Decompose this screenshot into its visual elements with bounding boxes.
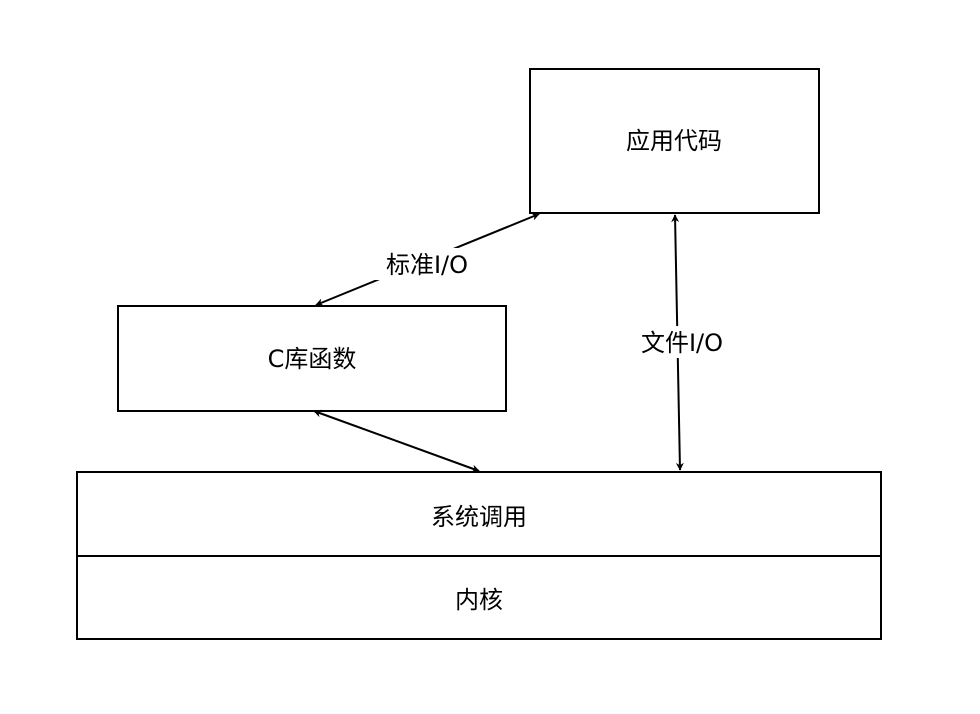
- syscall-node: 系统调用: [76, 471, 882, 557]
- kernel-node: 内核: [76, 555, 882, 640]
- c-library-label: C库函数: [268, 345, 357, 373]
- c-library-syscall-edge: [313, 409, 480, 473]
- file-io-label: 文件I/O: [641, 329, 723, 357]
- app-code-node: 应用代码: [529, 68, 820, 214]
- c-library-syscall-arrow: [313, 409, 480, 473]
- syscall-label: 系统调用: [431, 503, 527, 531]
- app-code-label: 应用代码: [626, 127, 722, 155]
- c-library-node: C库函数: [117, 305, 507, 412]
- kernel-label: 内核: [455, 586, 503, 614]
- standard-io-edge: 标准I/O: [315, 213, 540, 306]
- file-io-edge: 文件I/O: [630, 214, 734, 471]
- standard-io-label: 标准I/O: [386, 251, 468, 279]
